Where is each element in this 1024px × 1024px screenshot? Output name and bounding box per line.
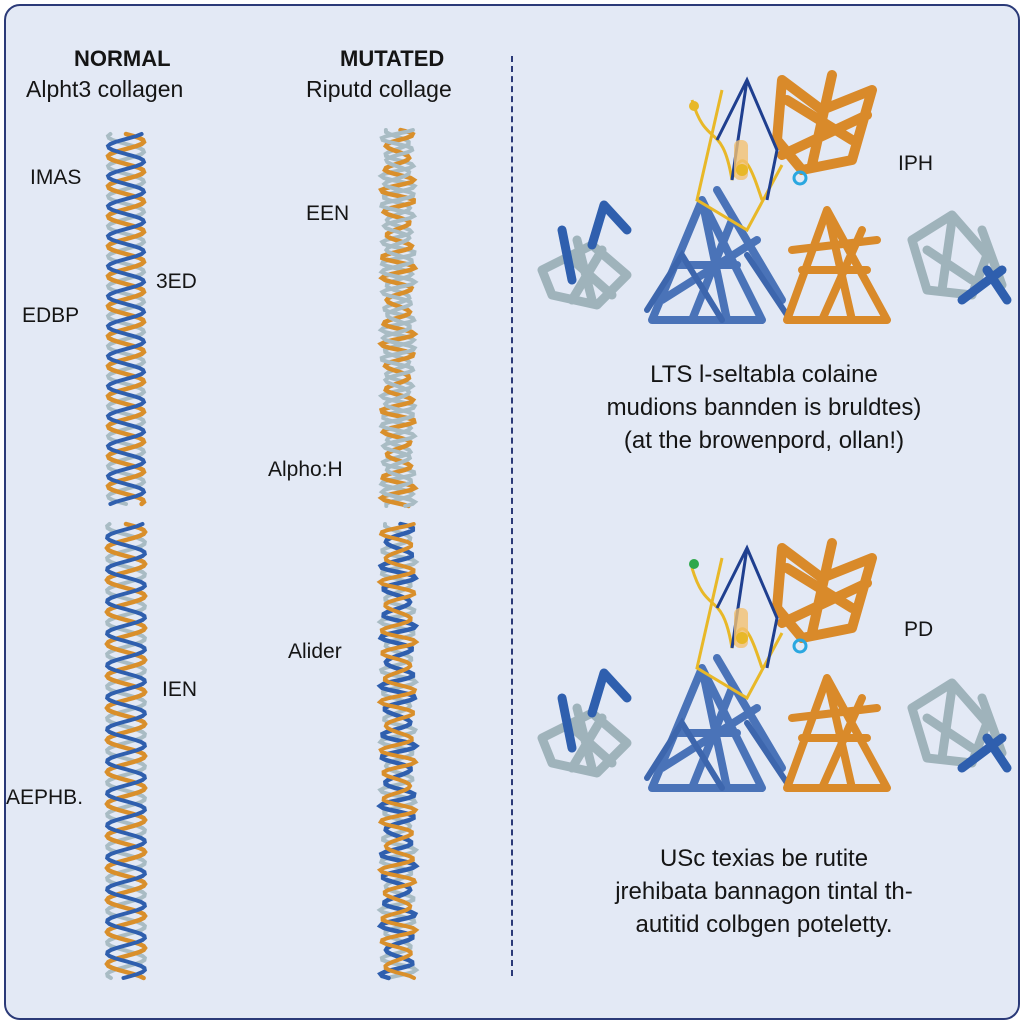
protein-grey-domain-right — [907, 678, 1012, 773]
mutated-collagen-helix-upper — [377, 127, 419, 509]
mutated-title: MUTATED — [340, 46, 445, 71]
protein-label-top: IPH — [898, 152, 934, 175]
protein-orange-domain-upper — [772, 538, 877, 643]
mutated-helix-label: EEN — [306, 202, 350, 225]
caption-line: autitid colbgen poteletty. — [635, 911, 893, 938]
protein-blue-domain — [644, 186, 790, 324]
protein-label-bottom: PD — [904, 618, 934, 641]
caption-line: jrehibata bannagon tintal th- — [615, 878, 913, 905]
caption-line: LTS l-seltabla colaine — [650, 361, 878, 388]
protein-grey-domain-right — [907, 210, 1012, 305]
normal-helix-label: IEN — [162, 678, 198, 701]
mutated-subtitle: Riputd collage — [306, 76, 452, 102]
helix-strand — [105, 522, 147, 980]
helix-strand — [378, 128, 419, 508]
diagram-panel: NORMAL Alpht3 collagen MUTATED Riputd co… — [4, 4, 1020, 1020]
mutated-helix-label: Alpho:H — [268, 458, 343, 481]
protein-blue-domain — [644, 654, 790, 792]
protein-loop-region — [689, 76, 808, 233]
mutated-helix-label: Alider — [288, 640, 342, 663]
caption-line: mudions bannden is bruldtes) — [606, 394, 922, 421]
normal-helix-label: 3ED — [156, 270, 197, 293]
normal-helix-label: AEPHB. — [6, 786, 84, 809]
normal-collagen-helix-upper — [105, 131, 147, 507]
protein-grey-domain-left — [537, 668, 632, 778]
protein-structure-illustration-bottom — [537, 538, 1012, 792]
caption-line: (at the browenpord, ollan!) — [623, 427, 905, 454]
mutated-collagen-helix-lower — [376, 521, 420, 981]
helix-strand — [376, 522, 420, 980]
normal-subtitle: Alpht3 collagen — [26, 76, 184, 102]
normal-helix-label: EDBP — [22, 304, 80, 327]
caption-top: LTS l-seltabla colaine mudions bannden i… — [544, 358, 984, 457]
caption-line: USc texias be rutite — [659, 845, 869, 872]
normal-collagen-helix-lower — [104, 521, 148, 981]
protein-orange-domain-lower — [783, 674, 891, 792]
helix-strand — [376, 521, 420, 981]
protein-orange-domain-lower — [783, 206, 891, 324]
column-divider — [511, 56, 513, 976]
caption-bottom: USc texias be rutite jrehibata bannagon … — [544, 842, 984, 941]
normal-title: NORMAL — [74, 46, 171, 71]
protein-loop-region — [689, 544, 808, 701]
protein-structure-illustration-top — [537, 70, 1012, 324]
protein-grey-domain-left — [537, 200, 632, 310]
helix-strand — [377, 127, 419, 509]
protein-orange-domain-upper — [772, 70, 877, 175]
helix-strand — [105, 522, 147, 980]
helix-strand — [105, 132, 147, 506]
normal-helix-label: IMAS — [30, 166, 82, 189]
